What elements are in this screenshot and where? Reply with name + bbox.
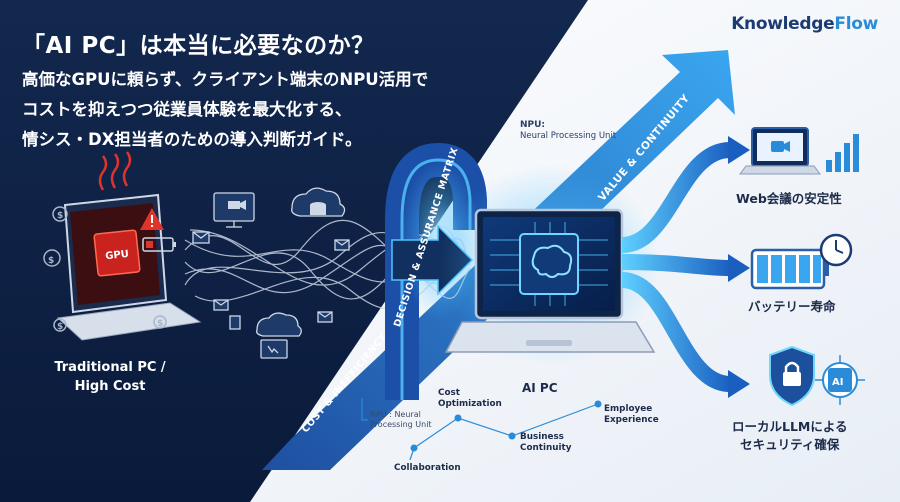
brand-name-part2: Flow: [834, 14, 878, 34]
floating-icons: [192, 187, 350, 359]
dollar-signs: $ $ $ $: [48, 211, 163, 332]
low-battery-icon: [142, 237, 176, 252]
flow-to-security: [620, 272, 731, 392]
svg-text:$: $: [48, 256, 54, 266]
network-npu-line-1: NPU : Neural: [370, 410, 421, 419]
shield-lock-icon: [769, 345, 815, 407]
gpu-chip-label: GPU: [105, 249, 130, 262]
video-meeting-icon: [739, 127, 821, 175]
brand-logo: KnowledgeFlow: [731, 14, 878, 34]
dollar-coin-icons: [43, 206, 167, 332]
svg-text:$: $: [57, 211, 63, 221]
cloud-icon: [255, 312, 302, 337]
traditional-pc-label: Traditional PC / High Cost: [40, 358, 180, 396]
network-npu-line-2: Processing Unit: [370, 420, 432, 429]
network-cost-line-1: Cost: [438, 388, 460, 398]
npu-callout: NPU: Neural Processing Unit: [520, 120, 616, 142]
network-cost-line-2: Optimization: [438, 399, 502, 409]
brain-icon: [531, 244, 573, 278]
network-business-continuity-label: Business Continuity: [520, 432, 571, 454]
flow-to-web-meeting: [621, 142, 731, 253]
traditional-laptop-icon: GPU: [56, 151, 202, 341]
ai-chip-icon: [815, 355, 865, 405]
warning-icon: [140, 208, 164, 230]
network-nodes: [410, 400, 602, 452]
benefit-security-line-1: ローカルLLMによる: [732, 419, 848, 434]
ai-badge: AI: [832, 377, 843, 388]
page-title: 「AI PC」は本当に必要なのか？: [22, 33, 375, 59]
clock-icon: [819, 233, 853, 267]
network-business-line-2: Continuity: [520, 443, 572, 453]
traditional-pc-label-line-2: High Cost: [74, 379, 146, 394]
svg-text:$: $: [57, 322, 63, 332]
svg-text:$: $: [157, 319, 163, 329]
brand-name-part1: Knowledge: [731, 14, 835, 34]
network-npu-label: NPU : Neural Processing Unit: [370, 410, 432, 430]
npu-description: Neural Processing Unit: [520, 131, 617, 141]
flow-to-battery: [621, 254, 731, 276]
document-icon: [229, 315, 241, 330]
benefit-security-label: ローカルLLMによる セキュリティ確保: [732, 418, 848, 454]
network-employee-experience-label: Employee Experience: [604, 404, 659, 426]
full-battery-icon: [750, 248, 829, 290]
network-collaboration-label: Collaboration: [394, 463, 461, 473]
network-employee-line-1: Employee: [604, 404, 653, 414]
benefit-web-meeting-label: Web会議の安定性: [736, 191, 842, 206]
traditional-pc-label-line-1: Traditional PC /: [54, 360, 166, 375]
benefit-security-line-2: セキュリティ確保: [740, 437, 840, 452]
npu-title: NPU:: [520, 120, 546, 130]
signal-bars-icon: [826, 134, 859, 172]
subtitle-line-1: 高価なGPUに頼らず、クライアント端末のNPU活用で: [22, 70, 429, 89]
network-employee-line-2: Experience: [604, 415, 659, 425]
network-business-line-1: Business: [520, 432, 564, 442]
dark-background: [0, 0, 588, 502]
subtitle-line-2: コストを抑えつつ従業員体験を最大化する、: [22, 100, 352, 119]
subtitle-line-3: 情シス・DX担当者のための導入判断ガイド。: [22, 130, 362, 149]
ai-pc-label: AI PC: [522, 381, 558, 395]
ai-pc-laptop-icon: [440, 165, 660, 365]
network-cost-optimization-label: Cost Optimization: [438, 388, 502, 410]
benefit-battery-label: バッテリー寿命: [748, 299, 836, 314]
